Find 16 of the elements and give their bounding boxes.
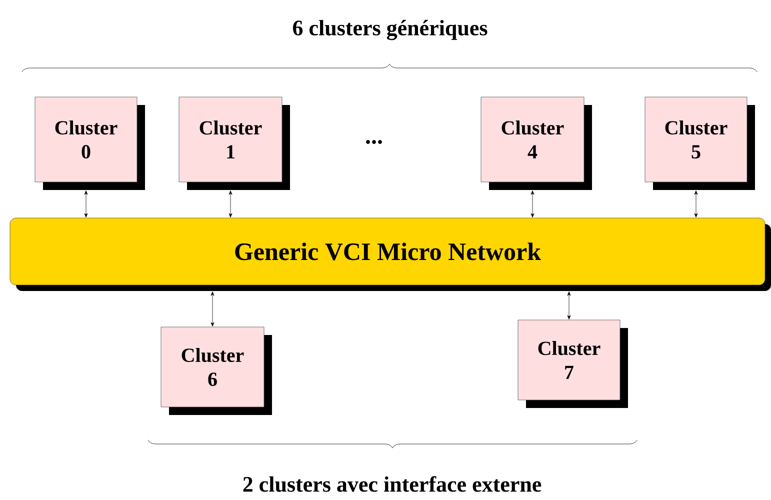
cluster-box: Cluster 4 <box>480 96 592 190</box>
cluster-box: Cluster 0 <box>34 96 145 190</box>
arrow <box>530 190 534 218</box>
arrow <box>694 190 698 218</box>
network-bar: Generic VCI Micro Network <box>10 218 771 291</box>
group-heading: 6 clusters génériques <box>293 20 488 40</box>
arrow <box>210 292 214 326</box>
arrow <box>567 292 571 320</box>
cluster-box: Cluster 1 <box>178 96 290 190</box>
cluster-box: Cluster 5 <box>644 96 755 190</box>
cluster-box: Cluster 6 <box>160 326 272 415</box>
arrow <box>228 190 232 218</box>
group-heading: 2 clusters avec interface externe <box>243 476 542 492</box>
cluster-box: Cluster 7 <box>518 320 628 408</box>
ellipsis: ... <box>366 140 382 144</box>
arrow <box>84 190 88 218</box>
